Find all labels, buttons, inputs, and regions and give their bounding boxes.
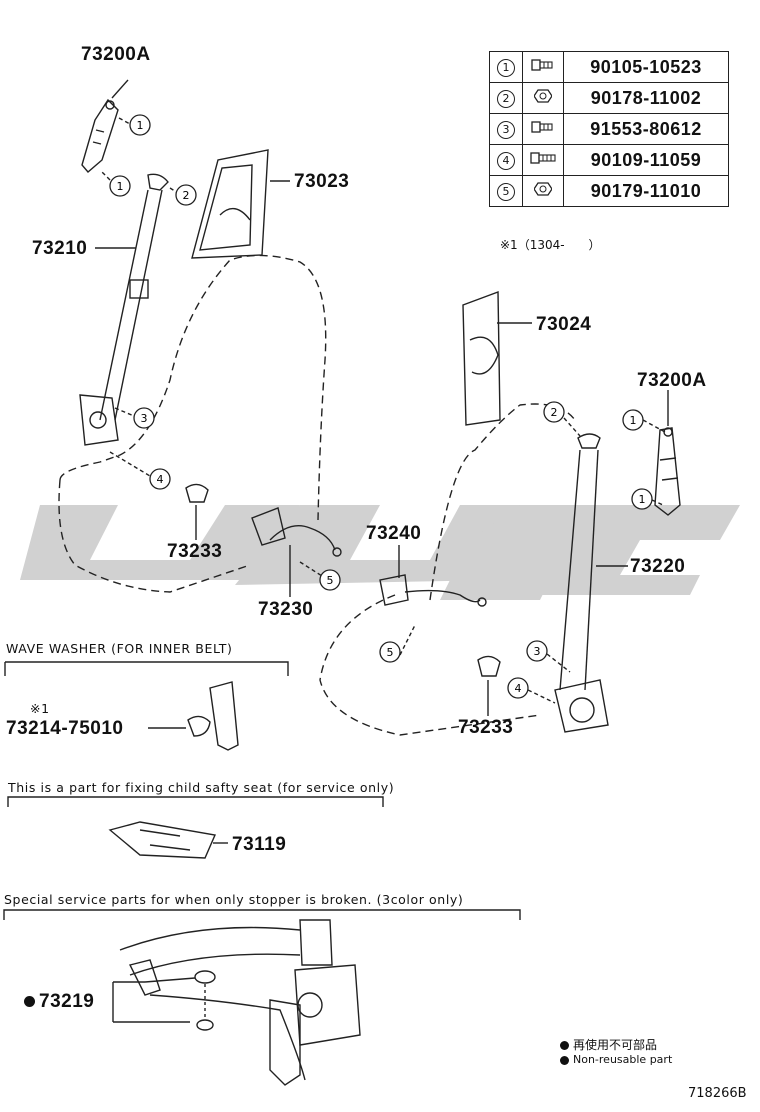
svg-text:3: 3 — [141, 412, 148, 425]
non-reusable-dot-icon — [560, 1055, 569, 1065]
part-label-73210[interactable]: 73210 — [32, 238, 88, 259]
part-label-73220[interactable]: 73220 — [630, 556, 686, 577]
part-label-73219[interactable]: 73219 — [24, 991, 94, 1013]
fastener-number: 5 — [489, 175, 523, 207]
part-label-73024[interactable]: 73024 — [536, 314, 592, 335]
fastener-number: 3 — [489, 113, 523, 145]
part-label-73233-left[interactable]: 73233 — [167, 541, 223, 562]
buckle-73230 — [251, 507, 342, 557]
long-bolt-icon — [522, 144, 564, 176]
callout-5: 5 — [379, 641, 401, 663]
callout-2: 2 — [543, 401, 565, 423]
legend-en: Non-reusable part — [560, 1053, 672, 1066]
svg-text:5: 5 — [327, 574, 334, 587]
buckle-73240 — [379, 574, 487, 607]
part-label-73023[interactable]: 73023 — [294, 171, 350, 192]
svg-text:1: 1 — [117, 180, 124, 193]
svg-text:1: 1 — [639, 493, 646, 506]
fastener-number: 1 — [489, 51, 523, 83]
callout-1: 1 — [109, 175, 131, 197]
fastener-number: 4 — [489, 144, 523, 176]
right-seat-outline — [429, 403, 576, 601]
stopper-bracket — [3, 909, 521, 920]
fastener-part-number[interactable]: 91553-80612 — [563, 113, 729, 145]
non-reusable-dot-icon — [560, 1041, 569, 1050]
left-anchor-adjuster — [81, 98, 119, 173]
fastener-row[interactable]: 5 90179-11010 — [489, 175, 729, 207]
callout-2: 2 — [175, 184, 197, 206]
production-date-note: ※1（1304- ） — [500, 238, 601, 252]
fastener-part-number[interactable]: 90178-11002 — [563, 82, 729, 114]
legend-jp: 再使用不可部品 — [560, 1036, 657, 1053]
svg-text:4: 4 — [157, 473, 164, 486]
callout-4: 4 — [507, 677, 529, 699]
flange-bolt-icon — [522, 113, 564, 145]
diagram-id: 718266B — [688, 1086, 747, 1101]
child-seat-note: This is a part for fixing child safty se… — [8, 780, 395, 795]
right-anchor-adjuster — [654, 427, 681, 516]
callout-4: 4 — [149, 468, 171, 490]
fastener-part-number[interactable]: 90105-10523 — [563, 51, 729, 83]
flange-bolt-icon — [522, 51, 564, 83]
part-label-73230[interactable]: 73230 — [258, 599, 314, 620]
stopper-note: Special service parts for when only stop… — [4, 892, 464, 907]
svg-text:2: 2 — [183, 189, 190, 202]
fastener-table: 1 90105-10523 2 90178-11002 3 91553-80612 4 901… — [489, 51, 729, 207]
part-label-73119[interactable]: 73119 — [232, 834, 287, 855]
svg-text:5: 5 — [387, 646, 394, 659]
non-reusable-dot-icon — [24, 996, 35, 1008]
fastener-row[interactable]: 4 90109-11059 — [489, 144, 729, 176]
right-belt-assembly — [554, 433, 609, 733]
svg-text:3: 3 — [534, 645, 541, 658]
part-label-73233-right[interactable]: 73233 — [458, 717, 514, 738]
callout-1: 1 — [631, 488, 653, 510]
callout-1: 1 — [129, 114, 151, 136]
svg-text:1: 1 — [137, 119, 144, 132]
callout-3: 3 — [133, 407, 155, 429]
part-label-73200A-right[interactable]: 73200A — [637, 370, 707, 391]
callout-1: 1 — [622, 409, 644, 431]
svg-text:2: 2 — [551, 406, 558, 419]
nut-icon — [522, 82, 564, 114]
fastener-part-number[interactable]: 90179-11010 — [563, 175, 729, 207]
callout-5: 5 — [319, 569, 341, 591]
fastener-row[interactable]: 2 90178-11002 — [489, 82, 729, 114]
svg-text:1: 1 — [630, 414, 637, 427]
cover-73233-right — [477, 655, 501, 677]
fastener-row[interactable]: 3 91553-80612 — [489, 113, 729, 145]
fastener-number: 2 — [489, 82, 523, 114]
left-belt-assembly — [79, 173, 169, 446]
part-label-73200A-left[interactable]: 73200A — [81, 44, 151, 65]
pillar-garnish-73024 — [462, 290, 501, 426]
svg-text:4: 4 — [515, 682, 522, 695]
fastener-row[interactable]: 1 90105-10523 — [489, 51, 729, 83]
nut-icon — [522, 175, 564, 207]
retractor-drawing — [294, 964, 361, 1046]
fastener-part-number[interactable]: 90109-11059 — [563, 144, 729, 176]
child-seat-bracket — [7, 796, 384, 807]
left-seat-outline — [59, 254, 327, 521]
cover-73233-left — [185, 483, 209, 503]
buckle-anchor-drawing — [209, 681, 239, 751]
pillar-garnish-73023 — [191, 149, 269, 259]
wave-washer-note: WAVE WASHER (FOR INNER BELT) — [6, 641, 233, 656]
stopper-belt — [119, 926, 301, 976]
part-label-73240[interactable]: 73240 — [366, 523, 422, 544]
tether-plate-73119 — [108, 821, 216, 859]
reference-mark: ※1 — [30, 701, 50, 716]
callout-3: 3 — [526, 640, 548, 662]
wave-washer-bracket — [4, 661, 289, 676]
part-label-73214[interactable]: 73214-75010 — [6, 718, 124, 739]
